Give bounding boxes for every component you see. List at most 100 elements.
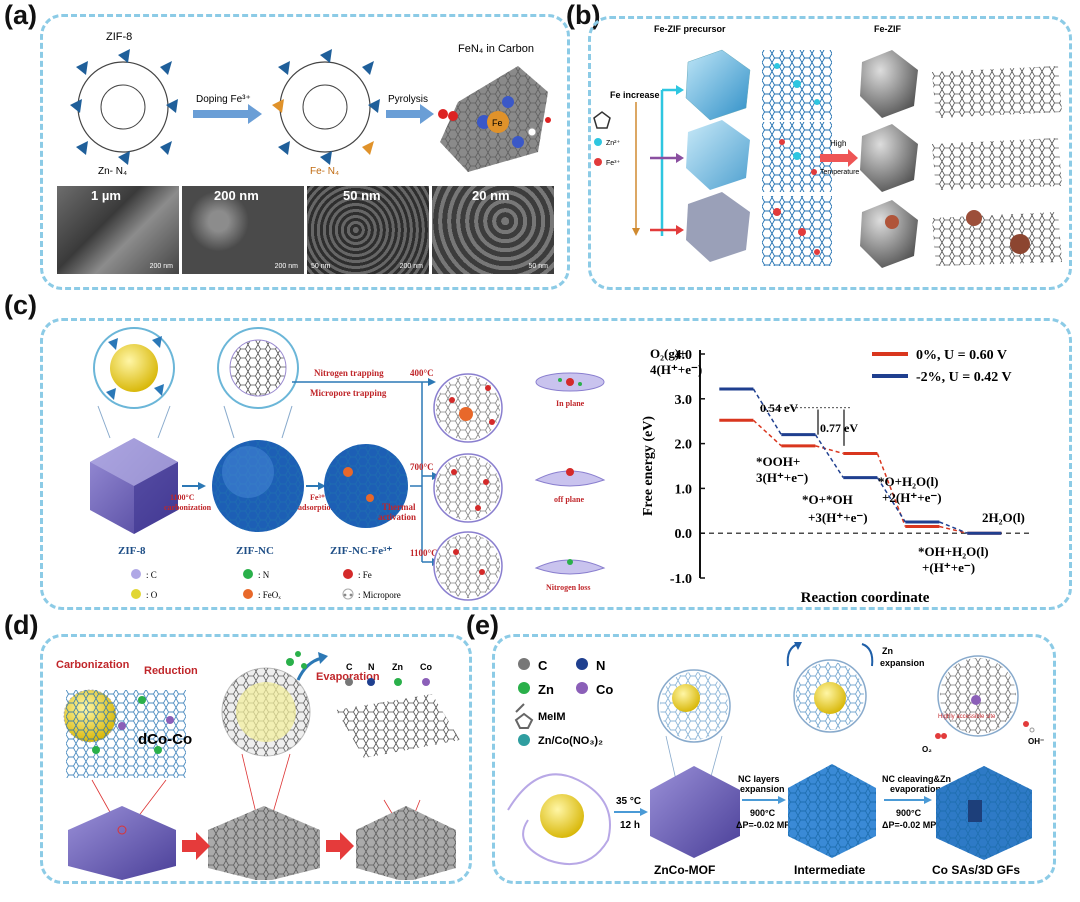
sem-image-4: 20 nm 50 nm (432, 186, 554, 274)
zif8-label: ZIF-8 (106, 31, 132, 43)
legend-label-2: -2%, U = 0.42 V (916, 370, 1012, 385)
temperature-label: Temperature (820, 169, 859, 176)
legend-n: : N (258, 570, 270, 580)
annot-ooh2-2: +3(H⁺+e⁻) (808, 510, 868, 525)
panel-a (40, 14, 570, 290)
high-temp-arrow (820, 149, 858, 167)
fullerene-700 (433, 453, 503, 523)
y-tick-label: 3.0 (675, 393, 693, 408)
cosas-label: Co SAs/3D GFs (932, 863, 1020, 877)
zif8-crystal-label: ZIF-8 (118, 545, 146, 557)
panel-b (588, 16, 1072, 290)
fen4-label: FeN₄ in Carbon (458, 43, 534, 55)
imidazole-icon (593, 111, 611, 129)
ncclv1-label: NC cleaving&Zn (882, 774, 951, 784)
red-arrow-2 (326, 832, 354, 860)
thermal-label: Thermal (382, 502, 416, 512)
precursor-crystal-3 (686, 192, 750, 262)
zn-ion-label: Zn²⁺ (606, 140, 621, 147)
sem-image-1: 1 µm 200 nm (57, 186, 179, 274)
zn-n4-label: Zn- N₄ (98, 166, 127, 177)
panel-c (40, 318, 1072, 610)
sem-scale-2: 200 nm (274, 263, 298, 270)
evaporation-label: Evaporation (316, 671, 380, 683)
ncexp1-label: NC layers (738, 774, 780, 784)
t12-label: 12 h (620, 820, 640, 831)
oh-label: OH⁻ (1028, 737, 1044, 746)
zncomof-label: ZnCo-MOF (654, 863, 715, 877)
off-plane-label: off plane (554, 495, 584, 504)
graphene-sheet-d (336, 694, 460, 758)
annot-ooh-1: *OOH+ (756, 454, 800, 469)
legend-feox: : FeOₓ (258, 590, 281, 600)
legend-e-zn: Zn (538, 682, 554, 697)
legend-o: : O (146, 590, 158, 600)
doping-label: Doping Fe³⁺ (196, 94, 251, 105)
sem-title-3: 50 nm (343, 188, 381, 203)
feox-dot-icon (243, 589, 253, 599)
fe-ion-icon (594, 158, 602, 166)
pyrolysis-label: Pyrolysis (388, 94, 428, 105)
nitrogen-e-icon (576, 658, 588, 670)
chart-legend: 0%, U = 0.60 V-2%, U = 0.42 V (872, 348, 1012, 385)
sem-strip: 1 µm 200 nm 200 nm 200 nm 50 nm 50 nm 20… (57, 186, 557, 274)
nitrogen-loss-label: Nitrogen loss (546, 583, 591, 592)
chart-annotations: O₂(g)+ 4(H⁺+e⁻) *OOH+ 3(H⁺+e⁻) *O+*OH +3… (650, 346, 1025, 575)
energy-connector-1-1 (752, 419, 782, 447)
salt-label: Zn/Co(NO₃)₂ (538, 735, 603, 747)
dcoco-label: dCo-Co (138, 731, 192, 748)
sem-image-3: 50 nm 50 nm 200 nm (307, 186, 429, 274)
chart-series (719, 387, 1002, 535)
carbon-e-icon (518, 658, 530, 670)
precursor-crystal-2 (686, 120, 750, 190)
ncexp2-label: expansion (740, 784, 785, 794)
legend-e-n: N (596, 658, 605, 673)
synthesis-swirl (507, 773, 611, 865)
panel-d (40, 634, 472, 884)
panel-a-schematic: ZIF-8 Zn- N₄ Doping Fe³⁺ Fe- N₄ P (70, 31, 551, 177)
annot-barrier2: 0.77 eV (820, 421, 858, 435)
dp2-label: ΔP=-0.02 MPa (882, 820, 942, 830)
sheet-off-plane (534, 468, 606, 487)
zn-ion-icon (594, 138, 602, 146)
annot-oh2o-1: *O+H₂O(l) (878, 474, 938, 489)
sem-scale-1: 200 nm (149, 263, 173, 270)
legend-fe: : Fe (358, 570, 372, 580)
zifncfe-crystal-label: ZIF-NC-Fe³⁺ (330, 545, 392, 557)
zif-crystal-d (68, 806, 176, 880)
carb-temp-label: 1100°C (170, 493, 195, 502)
cobalt-e-icon (576, 682, 588, 694)
carbon-dot-icon (131, 569, 141, 579)
fe-dot-icon (343, 569, 353, 579)
carbonized-sphere-top (221, 667, 311, 757)
panel-d-schematic: Carbonization Reduction dCo-Co Evaporati… (56, 651, 460, 880)
zifnc-zoom-circle (217, 327, 299, 409)
annot-ooh2-1: *O+*OH (802, 492, 853, 507)
y-tick-label: 2.0 (675, 438, 693, 453)
t900b-label: 900°C (896, 808, 922, 818)
zif8-crystal (90, 438, 178, 534)
panel-e-schematic: C N Zn Co MeIM Zn/Co(NO₃)₂ 35 °C 12 h Zn… (507, 642, 1044, 877)
annot-ohh2o-2: +(H⁺+e⁻) (922, 560, 975, 575)
annot-ooh-2: 3(H⁺+e⁻) (756, 470, 808, 485)
sem-scale-4: 50 nm (528, 263, 548, 270)
annot-h2o: 2H₂O(l) (982, 510, 1025, 525)
fullerene-1100 (433, 531, 503, 601)
dp1-label: ΔP=-0.02 MPa (736, 820, 796, 830)
sem-title-2: 200 nm (214, 188, 259, 203)
panel-c-schematic: 1100°C carbonization Fe³⁺ adsorption ZIF… (90, 327, 606, 601)
micropore-dot-icon (342, 588, 354, 600)
zif8-zoom-circle (93, 327, 175, 409)
legend-e-c: C (538, 658, 548, 673)
precursor-label: Fe-ZIF precursor (654, 24, 726, 34)
annot-barrier1: 0.54 eV (760, 401, 798, 415)
carbonization-label: carbonization (164, 503, 212, 512)
doping-arrow (193, 104, 262, 124)
cosas-crystal (936, 766, 1032, 860)
zifnc-crystal-label: ZIF-NC (236, 545, 274, 557)
legend-d-zn: Zn (392, 662, 403, 672)
y-tick-label: 0.0 (675, 527, 693, 542)
panel-e (492, 634, 1056, 884)
intermediate-label: Intermediate (794, 863, 866, 877)
adsorption-label: adsorption (298, 503, 335, 512)
